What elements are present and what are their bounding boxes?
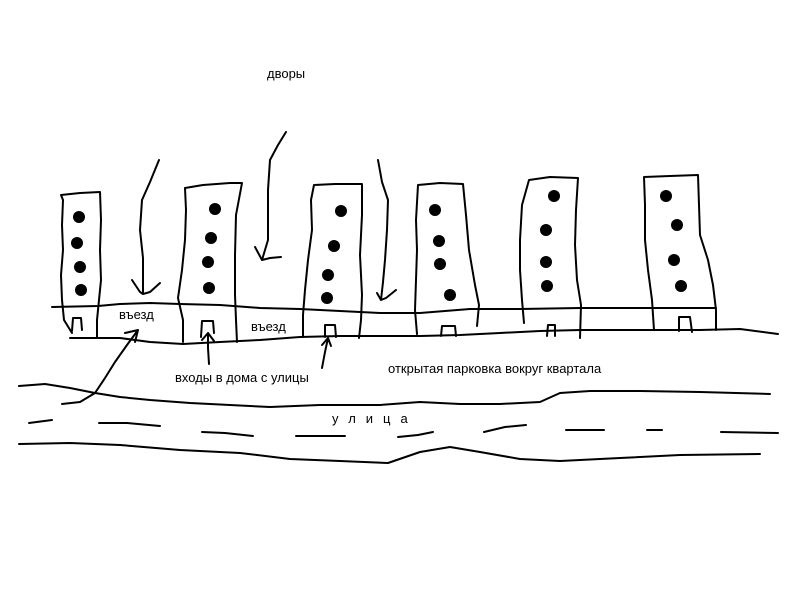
label-courtyards: дворы	[267, 66, 306, 81]
window-b1-2	[71, 237, 83, 249]
window-b1-3	[74, 261, 86, 273]
door-b3	[324, 324, 337, 338]
window-b4-3	[434, 258, 446, 270]
courtyard-arrow-1	[131, 159, 161, 295]
door-b2	[200, 320, 215, 338]
window-b2-2	[205, 232, 217, 244]
label-entry-left: въезд	[119, 307, 154, 322]
window-b5-2	[540, 224, 552, 236]
entrance-arrow-b3	[321, 337, 332, 369]
window-b2-4	[203, 282, 215, 294]
window-b1-4	[75, 284, 87, 296]
entry-arrow-left	[61, 329, 139, 405]
window-b5-3	[540, 256, 552, 268]
label-entry-right: въезд	[251, 319, 286, 334]
parking-outer-line	[18, 383, 771, 408]
courtyard-arrow-2	[254, 131, 287, 261]
window-b3-2	[328, 240, 340, 252]
window-b5-1	[548, 190, 560, 202]
courtyard-arrow-3	[376, 159, 397, 301]
window-b4-2	[433, 235, 445, 247]
window-b6-4	[675, 280, 687, 292]
label-street: улица	[332, 411, 418, 426]
window-b6-3	[668, 254, 680, 266]
sidewalk-line	[69, 328, 779, 345]
building-1	[60, 191, 102, 339]
window-b1-1	[73, 211, 85, 223]
building-5	[519, 176, 582, 339]
window-b3-4	[321, 292, 333, 304]
window-b5-4	[541, 280, 553, 292]
door-b4	[440, 325, 457, 337]
door-b6	[678, 316, 693, 333]
window-b6-2	[671, 219, 683, 231]
building-3	[302, 183, 363, 339]
block-boundary-line	[51, 302, 717, 314]
street-center-dashes	[28, 419, 779, 438]
label-street-entrances: входы в дома с улицы	[175, 370, 309, 385]
window-b4-1	[429, 204, 441, 216]
door-b1	[71, 317, 83, 332]
label-open-parking: открытая парковка вокруг квартала	[388, 361, 602, 376]
window-b2-3	[202, 256, 214, 268]
window-b3-3	[322, 269, 334, 281]
building-2	[177, 182, 243, 343]
window-b4-4	[444, 289, 456, 301]
building-6	[643, 174, 717, 331]
window-b2-1	[209, 203, 221, 215]
window-b6-1	[660, 190, 672, 202]
entrance-arrow-b2	[201, 332, 215, 365]
window-b3-1	[335, 205, 347, 217]
building-4	[414, 182, 480, 335]
street-bottom-edge	[18, 442, 761, 464]
